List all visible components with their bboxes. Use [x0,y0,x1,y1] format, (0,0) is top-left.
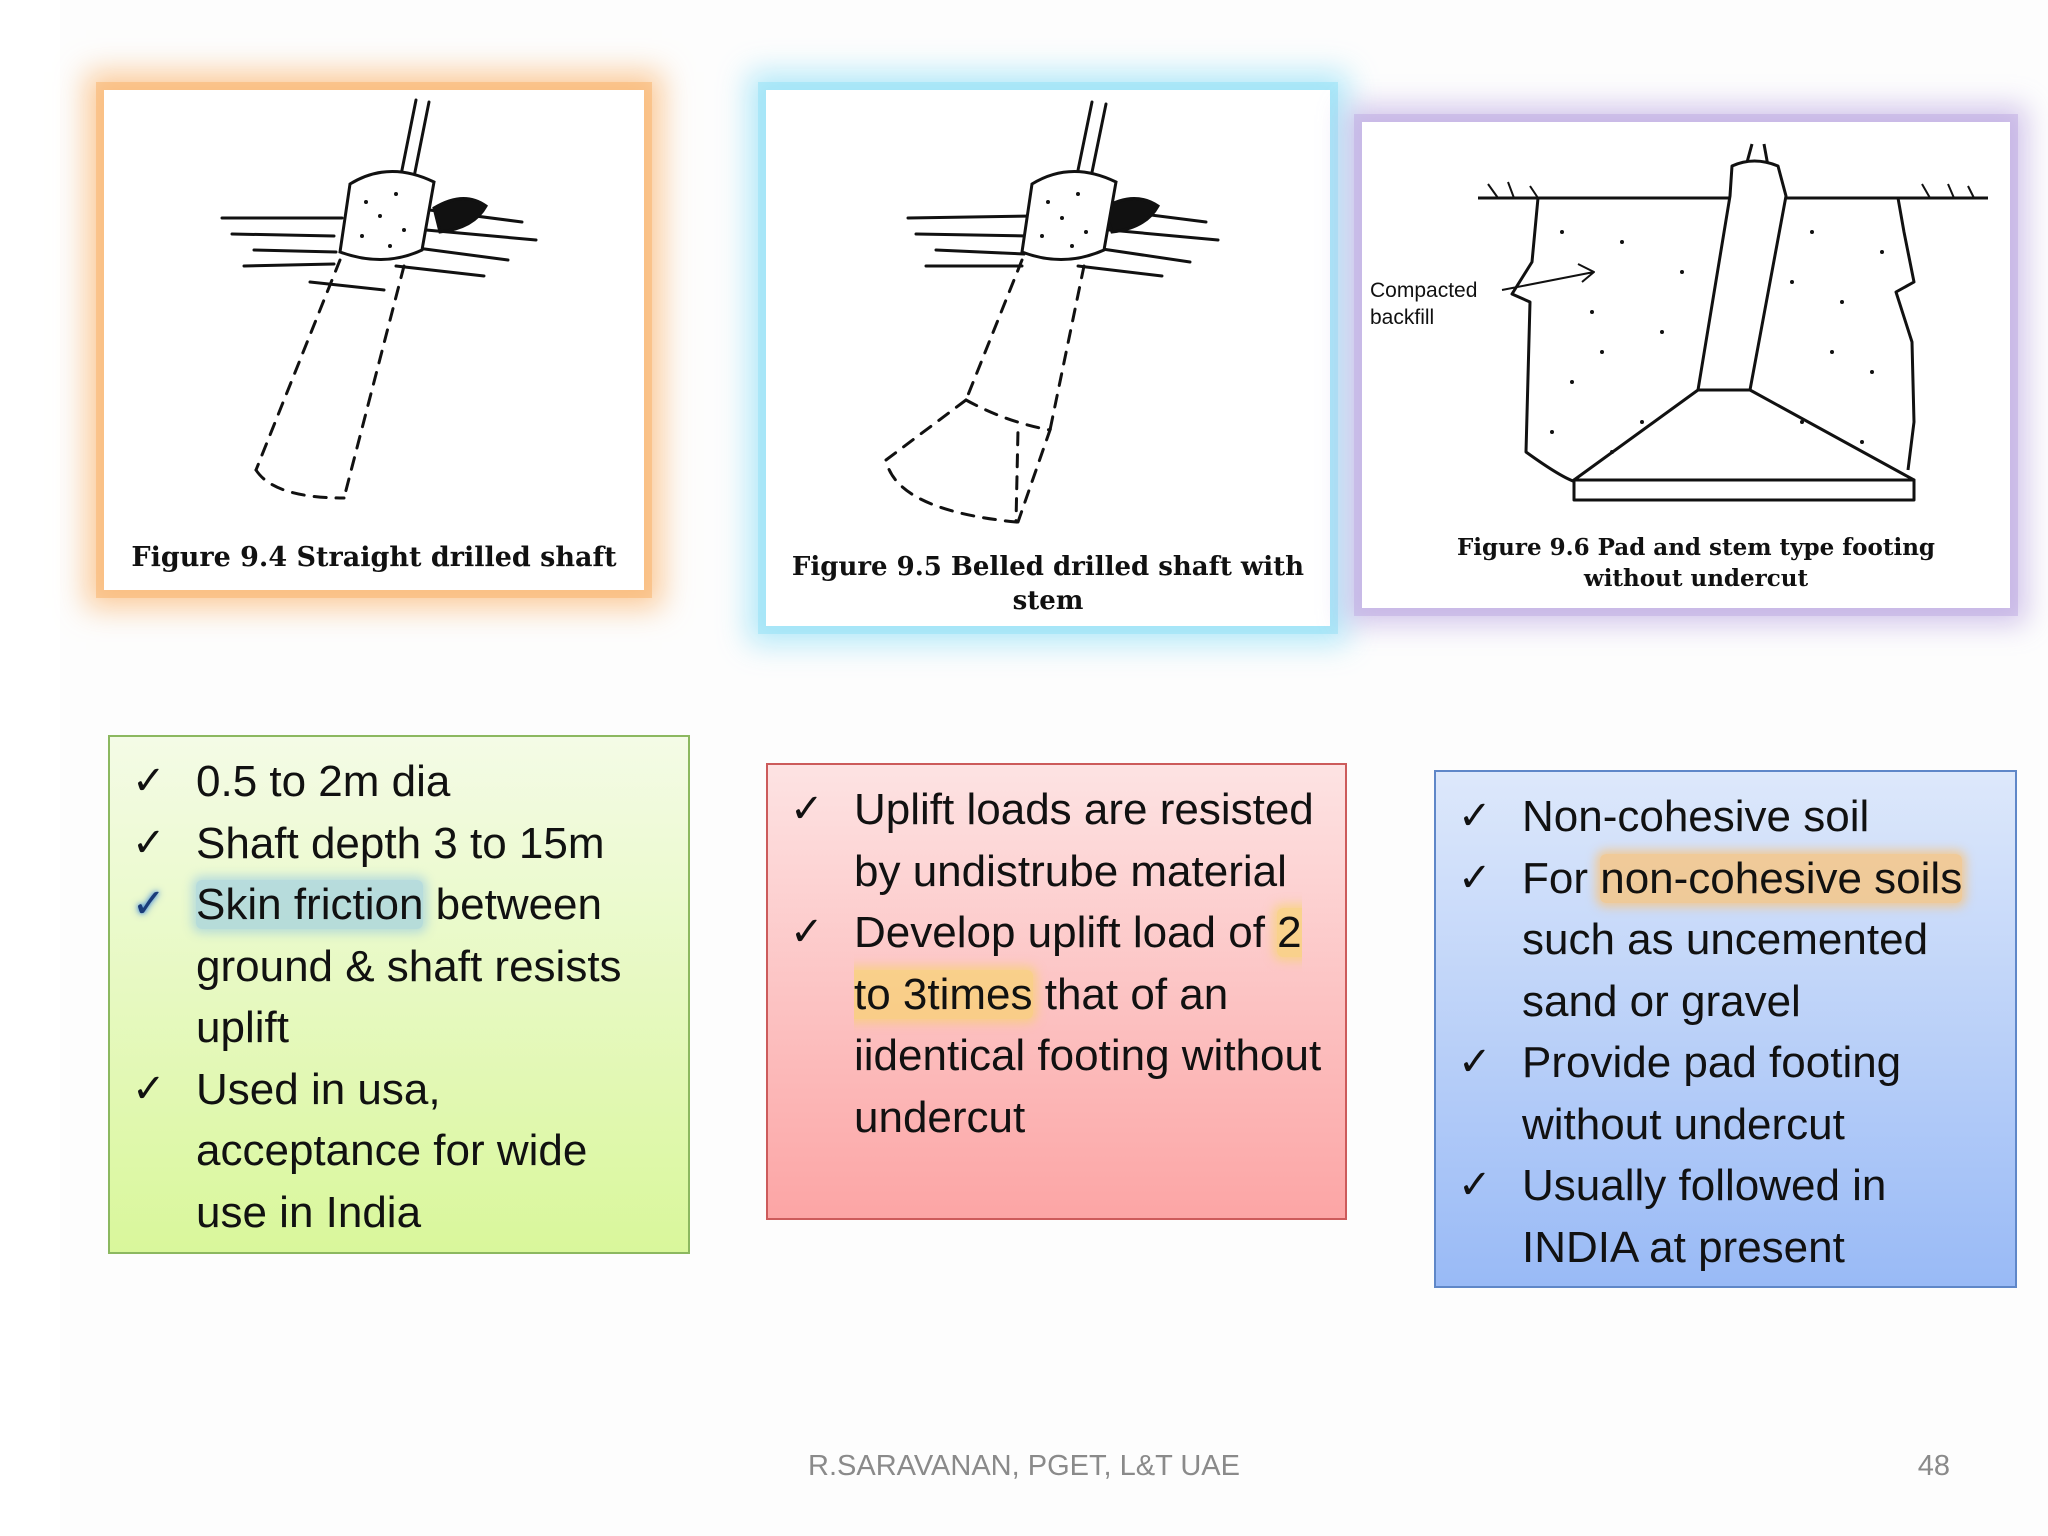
check-icon: ✓ [132,758,166,804]
check-icon: ✓ [1458,793,1492,839]
list-item: ✓ Provide pad footing without undercut [1458,1032,1995,1155]
highlighted-text: Skin friction [196,880,424,929]
figure-caption: Figure 9.5 Belled drilled shaft with ste… [791,552,1305,616]
list-item: ✓ Used in usa, acceptance for wide use i… [132,1059,668,1244]
list-item: ✓ Non-cohesive soil [1458,786,1995,848]
check-icon: ✓ [1458,1162,1492,1208]
figure-pad-and-stem-footing: Compacted backfill Figure 9.6 Pad and st… [1362,122,2010,608]
list-item: ✓ Usually followed in INDIA at present [1458,1155,1995,1278]
straight-shaft-drawing [220,98,538,500]
check-icon: ✓ [132,1065,166,1112]
compacted-backfill-label: Compacted backfill [1370,279,1478,329]
list-item: ✓ Skin friction between ground & shaft r… [132,874,668,1059]
check-icon: ✓ [1458,1039,1492,1085]
figure-belled-drilled-shaft: Figure 9.5 Belled drilled shaft with ste… [766,90,1330,626]
highlighted-text: non-cohesive soils [1600,853,1963,903]
page-number: 48 [1917,1450,1950,1482]
check-icon: ✓ [132,881,166,927]
belled-shaft-notes: ✓ Uplift loads are resisted by undistrub… [766,763,1347,1220]
list-item: ✓ Develop uplift load of 2 to 3times tha… [790,902,1325,1148]
pad-stem-footing-notes: ✓ Non-cohesive soil ✓ For non-cohesive s… [1434,770,2017,1288]
list-item: ✓ For non-cohesive soils such as uncemen… [1458,848,1995,1033]
list-item: ✓ Uplift loads are resisted by undistrub… [790,779,1325,902]
check-icon: ✓ [1458,854,1492,901]
figure-caption: Figure 9.6 Pad and stem type footing wit… [1456,534,1936,592]
belled-shaft-drawing [884,100,1220,524]
figure-caption: Figure 9.4 Straight drilled shaft [131,542,617,573]
pad-stem-footing-drawing [1478,143,1988,502]
list-item: ✓ Shaft depth 3 to 15m [132,813,668,875]
straight-shaft-notes: ✓ 0.5 to 2m dia ✓ Shaft depth 3 to 15m ✓… [108,735,690,1254]
check-icon: ✓ [132,819,166,866]
list-item: ✓ 0.5 to 2m dia [132,751,668,813]
check-icon: ✓ [790,786,824,832]
figure-straight-drilled-shaft: Figure 9.4 Straight drilled shaft [104,90,644,590]
footer-author: R.SARAVANAN, PGET, L&T UAE [808,1450,1240,1482]
check-icon: ✓ [790,909,824,955]
